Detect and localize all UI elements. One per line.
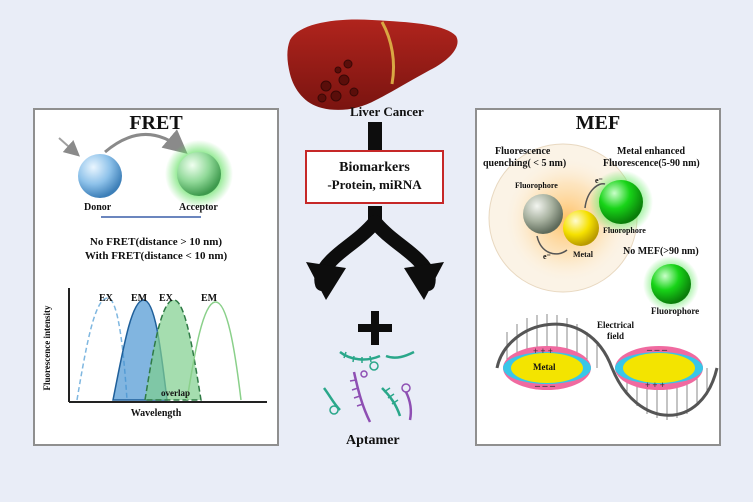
grey-fluorophore-label: Fluorophore bbox=[515, 181, 558, 190]
vertical-stem bbox=[368, 122, 382, 150]
liver-icon bbox=[287, 19, 458, 110]
enhance-arrow bbox=[584, 182, 606, 209]
y-axis-label: Fluorescence intensity bbox=[42, 305, 52, 391]
enhanced-label-2: Fluorescence(5-90 nm) bbox=[603, 158, 700, 169]
far-fluorophore-label: Fluorophore bbox=[651, 306, 700, 316]
plus-vertical bbox=[371, 311, 379, 345]
svg-text:+ + +: + + + bbox=[533, 346, 553, 356]
green-fluorophore-sphere bbox=[599, 180, 643, 224]
split-arrow bbox=[314, 215, 436, 291]
right-arrowhead bbox=[404, 262, 444, 300]
mef-title: MEF bbox=[575, 112, 621, 134]
enhanced-label-1: Metal enhanced bbox=[617, 146, 686, 157]
biomarkers-subtitle: -Protein, miRNA bbox=[327, 177, 422, 192]
fret-title: FRET bbox=[129, 112, 183, 134]
x-axis-label: Wavelength bbox=[130, 408, 182, 419]
em-label-2: EM bbox=[201, 293, 218, 304]
liver-cancer-label: Liver Cancer bbox=[350, 104, 424, 119]
svg-text:– – –: – – – bbox=[534, 381, 556, 392]
svg-text:+ + +: + + + bbox=[645, 380, 665, 390]
metal-small-label: Metal bbox=[573, 250, 593, 259]
aptamer-label: Aptamer bbox=[346, 433, 400, 448]
donor-sphere bbox=[78, 154, 122, 198]
metal-particle-left: + + + – – – bbox=[503, 346, 591, 392]
biomarkers-title: Biomarkers bbox=[339, 160, 410, 175]
with-fret-text: With FRET(distance < 10 nm) bbox=[84, 250, 228, 262]
mef-graphic: + + + – – – – – – + + + bbox=[488, 143, 719, 420]
acceptor-label: Acceptor bbox=[179, 202, 218, 213]
electrical-field-label-1: Electrical bbox=[597, 320, 634, 330]
vertical-stem-lower bbox=[368, 206, 382, 228]
ex-label-2: EX bbox=[159, 293, 173, 304]
electron-label-top: e⁻ bbox=[595, 176, 603, 185]
fret-panel: FRET bbox=[33, 108, 279, 446]
biomarkers-box: Biomarkers -Protein, miRNA bbox=[305, 150, 444, 204]
field-wave bbox=[495, 322, 719, 417]
overlap-label: overlap bbox=[161, 388, 190, 398]
metal-particle-right: – – – + + + bbox=[615, 345, 703, 390]
transfer-arrow bbox=[104, 129, 188, 154]
donor-label: Donor bbox=[84, 202, 112, 213]
mef-panel: MEF bbox=[475, 108, 721, 446]
fret-graphic bbox=[58, 129, 267, 403]
no-mef-label: No MEF(>90 nm) bbox=[623, 246, 699, 257]
quenching-label-1: Fluorescence bbox=[495, 146, 551, 157]
ex-label-1: EX bbox=[99, 293, 113, 304]
electrical-field-label-2: field bbox=[607, 331, 624, 341]
svg-text:– – –: – – – bbox=[646, 345, 668, 356]
quenching-label-2: quenching( < 5 nm) bbox=[483, 158, 567, 169]
tumor-spots bbox=[317, 59, 359, 103]
aptamer-icons bbox=[322, 350, 415, 423]
electron-label-bottom: e⁻ bbox=[543, 252, 551, 261]
no-fret-text: No FRET(distance > 10 nm) bbox=[89, 236, 223, 248]
donor-excitation-curve bbox=[76, 297, 128, 401]
quench-arrow bbox=[536, 235, 568, 255]
far-fluorophore-sphere bbox=[651, 264, 691, 304]
green-fluorophore-label: Fluorophore bbox=[603, 226, 646, 235]
acceptor-sphere bbox=[177, 152, 221, 196]
liver-ligament bbox=[380, 21, 396, 85]
metal-sphere bbox=[563, 210, 599, 246]
em-label-1: EM bbox=[131, 293, 148, 304]
grey-fluorophore-sphere bbox=[523, 194, 563, 234]
acceptor-emission-curve bbox=[186, 301, 242, 401]
left-arrowhead bbox=[306, 262, 346, 300]
plus-horizontal bbox=[358, 324, 392, 332]
metal-wave-label: Metal bbox=[533, 362, 556, 372]
excitation-arrow bbox=[58, 137, 80, 157]
acceptor-excitation-curve bbox=[144, 299, 202, 401]
